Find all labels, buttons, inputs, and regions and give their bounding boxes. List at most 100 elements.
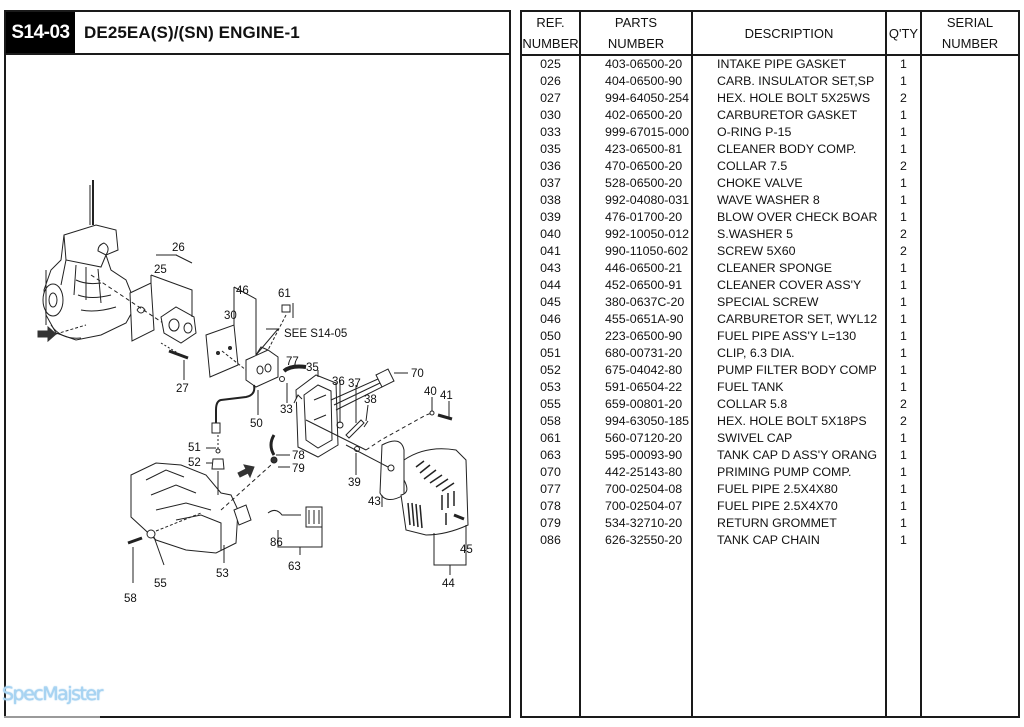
description-cell: PUMP FILTER BODY COMP <box>691 362 887 379</box>
quantity-cell: 1 <box>885 498 922 515</box>
ref-number-cell: 037 <box>520 175 581 192</box>
ref-number-cell: 036 <box>520 158 581 175</box>
part-number-cell: 999-67015-000 <box>579 124 693 141</box>
ref-number-cell: 027 <box>520 90 581 107</box>
part-number-cell: 659-00801-20 <box>579 396 693 413</box>
part-number-cell: 404-06500-90 <box>579 73 693 90</box>
quantity-cell: 1 <box>885 362 922 379</box>
callout-63: 63 <box>288 561 301 573</box>
ref-number-cell: 030 <box>520 107 581 124</box>
quantity-cell: 2 <box>885 396 922 413</box>
part-number-cell: 402-06500-20 <box>579 107 693 124</box>
table-empty-space <box>520 549 1020 717</box>
description-cell: CARBURETOR SET, WYL12 <box>691 311 887 328</box>
part-number-cell: 591-06504-22 <box>579 379 693 396</box>
title-bar: S14-03 DE25EA(S)/(SN) ENGINE-1 <box>6 12 509 55</box>
quantity-cell: 1 <box>885 209 922 226</box>
description-cell: SPECIAL SCREW <box>691 294 887 311</box>
part-number-cell: 534-32710-20 <box>579 515 693 532</box>
part-number-cell: 595-00093-90 <box>579 447 693 464</box>
part-number-cell: 994-63050-185 <box>579 413 693 430</box>
header-parts-number: PARTS NUMBER <box>579 10 693 56</box>
callout-61: 61 <box>278 288 291 300</box>
part-number-cell: 680-00731-20 <box>579 345 693 362</box>
quantity-cell: 1 <box>885 464 922 481</box>
part-number-cell: 528-06500-20 <box>579 175 693 192</box>
callout-39: 39 <box>348 477 361 489</box>
description-cell: CLEANER SPONGE <box>691 260 887 277</box>
part-number-cell: 700-02504-07 <box>579 498 693 515</box>
description-cell: COLLAR 5.8 <box>691 396 887 413</box>
serial-number-cell <box>920 73 1020 90</box>
serial-number-cell <box>920 158 1020 175</box>
callout-45: 45 <box>460 544 473 556</box>
serial-number-cell <box>920 243 1020 260</box>
serial-number-cell <box>920 107 1020 124</box>
quantity-cell: 2 <box>885 413 922 430</box>
serial-number-cell <box>920 124 1020 141</box>
description-cell: BLOW OVER CHECK BOAR <box>691 209 887 226</box>
header-qty: Q'TY <box>885 10 922 56</box>
callout-50: 50 <box>250 418 263 430</box>
serial-number-cell <box>920 141 1020 158</box>
quantity-cell: 1 <box>885 532 922 549</box>
ref-number-cell: 033 <box>520 124 581 141</box>
serial-number-cell <box>920 481 1020 498</box>
empty-cell <box>579 549 693 717</box>
serial-number-cell <box>920 447 1020 464</box>
quantity-cell: 1 <box>885 107 922 124</box>
serial-number-cell <box>920 379 1020 396</box>
callout-43: 43 <box>368 496 381 508</box>
part-number-cell: 380-0637C-20 <box>579 294 693 311</box>
ref-number-cell: 055 <box>520 396 581 413</box>
quantity-cell: 1 <box>885 311 922 328</box>
empty-cell <box>691 549 887 717</box>
part-number-cell: 442-25143-80 <box>579 464 693 481</box>
serial-number-cell <box>920 55 1020 73</box>
ref-number-cell: 077 <box>520 481 581 498</box>
ref-number-cell: 053 <box>520 379 581 396</box>
ref-number-cell: 086 <box>520 532 581 549</box>
part-number-cell: 992-04080-031 <box>579 192 693 209</box>
part-number-cell: 470-06500-20 <box>579 158 693 175</box>
description-cell: SWIVEL CAP <box>691 430 887 447</box>
part-number-cell: 626-32550-20 <box>579 532 693 549</box>
serial-number-cell <box>920 515 1020 532</box>
callout-77: 77 <box>286 356 299 368</box>
page-title: DE25EA(S)/(SN) ENGINE-1 <box>84 22 300 42</box>
description-cell: CHOKE VALVE <box>691 175 887 192</box>
description-cell: CLIP, 6.3 DIA. <box>691 345 887 362</box>
description-cell: CARB. INSULATOR SET,SP <box>691 73 887 90</box>
direction-arrow-icon <box>37 324 87 343</box>
watermark-logo: SpecMajster <box>2 683 103 705</box>
quantity-cell: 2 <box>885 90 922 107</box>
description-cell: FUEL PIPE ASS'Y L=130 <box>691 328 887 345</box>
callout-36: 36 <box>332 376 345 388</box>
watermark-underline <box>4 716 100 718</box>
callout-26: 26 <box>172 242 185 254</box>
callout-labels: 26 25 27 46 30 61 SEE S14-05 77 35 36 37… <box>124 242 473 605</box>
description-cell: O-RING P-15 <box>691 124 887 141</box>
part-number-cell: 990-11050-602 <box>579 243 693 260</box>
callout-86: 86 <box>270 537 283 549</box>
exploded-parts-diagram: 26 25 27 46 30 61 SEE S14-05 77 35 36 37… <box>6 55 509 716</box>
description-cell: RETURN GROMMET <box>691 515 887 532</box>
parts-table: REF. NUMBER PARTS NUMBER DESCRIPTION Q'T… <box>520 10 1020 718</box>
serial-number-cell <box>920 209 1020 226</box>
ref-number-cell: 061 <box>520 430 581 447</box>
